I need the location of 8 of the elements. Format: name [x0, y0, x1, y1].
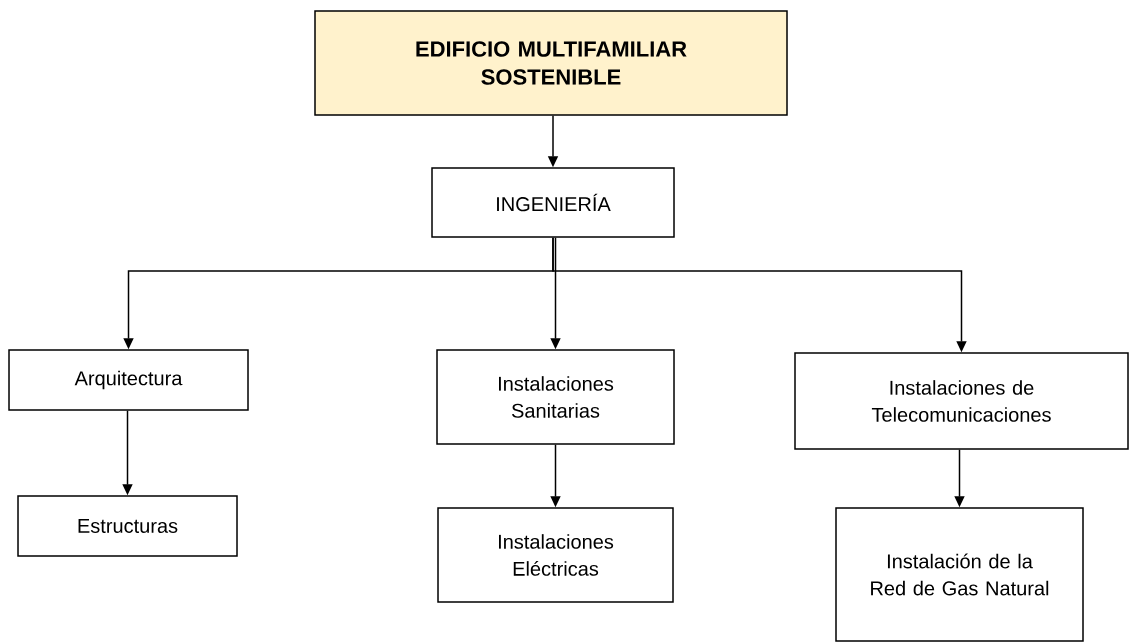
process-box: Instalaciones de Telecomunicaciones [794, 352, 1129, 450]
process-box: Instalaciones Eléctricas [437, 507, 674, 603]
process-box: Instalación de la Red de Gas Natural [835, 507, 1084, 642]
process-box: INGENIERÍA [431, 167, 675, 238]
process-box: Estructuras [17, 495, 238, 557]
process-box: Arquitectura [8, 349, 249, 411]
title-box: EDIFICIO MULTIFAMILIAR SOSTENIBLE [314, 10, 788, 116]
process-box: Instalaciones Sanitarias [436, 349, 675, 445]
